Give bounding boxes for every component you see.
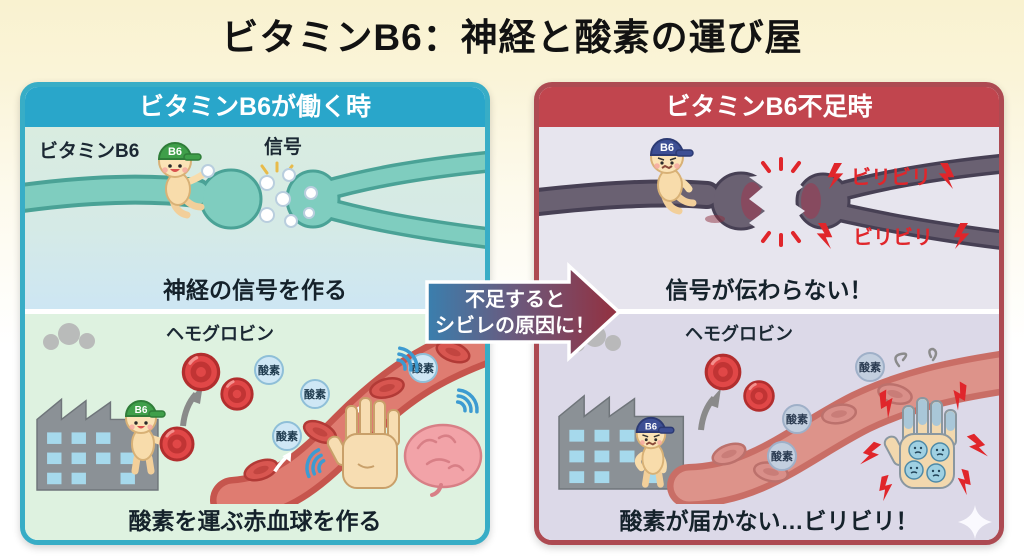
- svg-text:酸素: 酸素: [258, 363, 280, 377]
- spark-ticks-icon: [761, 157, 801, 247]
- panel-b6-deficient: ビタミンB6不足時: [534, 82, 1004, 545]
- b6-character-sad: B6: [649, 138, 697, 215]
- cap-badge: B6: [645, 421, 657, 432]
- hemoglobin-label: ヘモグロビン: [166, 323, 274, 344]
- svg-text:酸素: 酸素: [276, 429, 298, 443]
- signal-label: 信号: [264, 135, 302, 158]
- numb-face-icon: [904, 440, 950, 483]
- nerve-icon: [25, 150, 485, 249]
- left-panel-divider: [25, 309, 485, 314]
- left-blood-caption: 酸素を運ぶ赤血球を作る: [128, 508, 382, 534]
- page-title: ビタミンB6：神経と酸素の運び屋: [221, 17, 803, 58]
- sparkle-icon: [957, 504, 993, 540]
- svg-text:ビリビリ: ビリビリ: [851, 166, 931, 189]
- healthy-synapse-illustration: B6 ビタミンB6 信号: [25, 135, 485, 249]
- left-nerve-section: B6 ビタミンB6 信号 神経の信号を作る: [25, 127, 485, 309]
- arrow-text-line2: シビレの原因に！: [435, 314, 595, 337]
- red-blood-cell-icon: [161, 428, 193, 460]
- hemoglobin-arrow-icon: [701, 388, 721, 430]
- right-nerve-caption: 信号が伝わらない！: [665, 277, 873, 303]
- damaged-nerve-icon: [539, 153, 999, 250]
- vitamin-b6-label: ビタミンB6: [39, 140, 139, 162]
- hemoglobin-label: ヘモグロビン: [685, 323, 793, 344]
- signal-particles-icon: [259, 161, 318, 228]
- brain-icon: [403, 423, 483, 497]
- svg-text:ビリビリ: ビリビリ: [853, 226, 933, 249]
- signal-arcs-icon: [455, 388, 481, 414]
- svg-text:酸素: 酸素: [786, 412, 808, 426]
- hemoglobin-cell-icon: [183, 354, 218, 389]
- deficiency-arrow: 不足すると シビレの原因に！: [425, 262, 622, 362]
- broken-synapse-illustration: B6 ビリビリ ビリビリ: [539, 138, 999, 250]
- left-nerve-caption: 神経の信号を作る: [163, 277, 347, 303]
- svg-text:酸素: 酸素: [304, 387, 326, 401]
- factory-icon: [558, 395, 685, 490]
- right-panel-divider: [539, 309, 999, 314]
- pale-vessel-icon: [667, 350, 999, 504]
- b6-character: B6: [157, 142, 215, 219]
- hand-icon: [326, 397, 400, 489]
- cap-badge: B6: [660, 142, 674, 154]
- arrow-text-line1: 不足すると: [465, 288, 565, 311]
- right-nerve-section: B6 ビリビリ ビリビリ 信号が伝わらない！: [539, 127, 999, 309]
- right-blood-section: ヘモグロビン 酸素 酸素 酸素 B6: [539, 314, 999, 540]
- cap-badge: B6: [168, 146, 182, 158]
- svg-text:酸素: 酸素: [771, 449, 793, 463]
- dizzy-squiggle-icon: [894, 347, 938, 368]
- smoke-icon: [43, 323, 95, 350]
- pale-oxygen-icon: 酸素 酸素 酸素: [767, 352, 885, 471]
- hemoglobin-cell-icon: [222, 379, 252, 409]
- hemoglobin-cell-icon: [745, 382, 774, 411]
- deficient-blood-illustration: ヘモグロビン 酸素 酸素 酸素 B6: [558, 323, 999, 504]
- hemoglobin-cell-icon: [706, 355, 740, 389]
- tingle-label-top: ビリビリ: [827, 163, 955, 189]
- right-blood-caption: 酸素が届かない…ビリビリ！: [619, 508, 919, 534]
- numb-hand-icon: [858, 347, 990, 502]
- left-blood-section: ヘモグロビン 酸素 酸素 酸素 酸素 B6: [25, 314, 485, 540]
- oxygen-icon: 酸素 酸素 酸素 酸素: [254, 353, 438, 451]
- right-panel-header: ビタミンB6不足時: [539, 87, 999, 127]
- tingle-label-bottom: ビリビリ: [816, 223, 970, 249]
- b6-character-sad: B6: [634, 416, 675, 488]
- cap-badge: B6: [135, 405, 148, 416]
- svg-text:酸素: 酸素: [859, 360, 881, 374]
- healthy-blood-illustration: ヘモグロビン 酸素 酸素 酸素 酸素 B6: [36, 318, 485, 504]
- left-panel-header: ビタミンB6が働く時: [25, 87, 485, 127]
- panel-b6-working: ビタミンB6が働く時: [20, 82, 490, 545]
